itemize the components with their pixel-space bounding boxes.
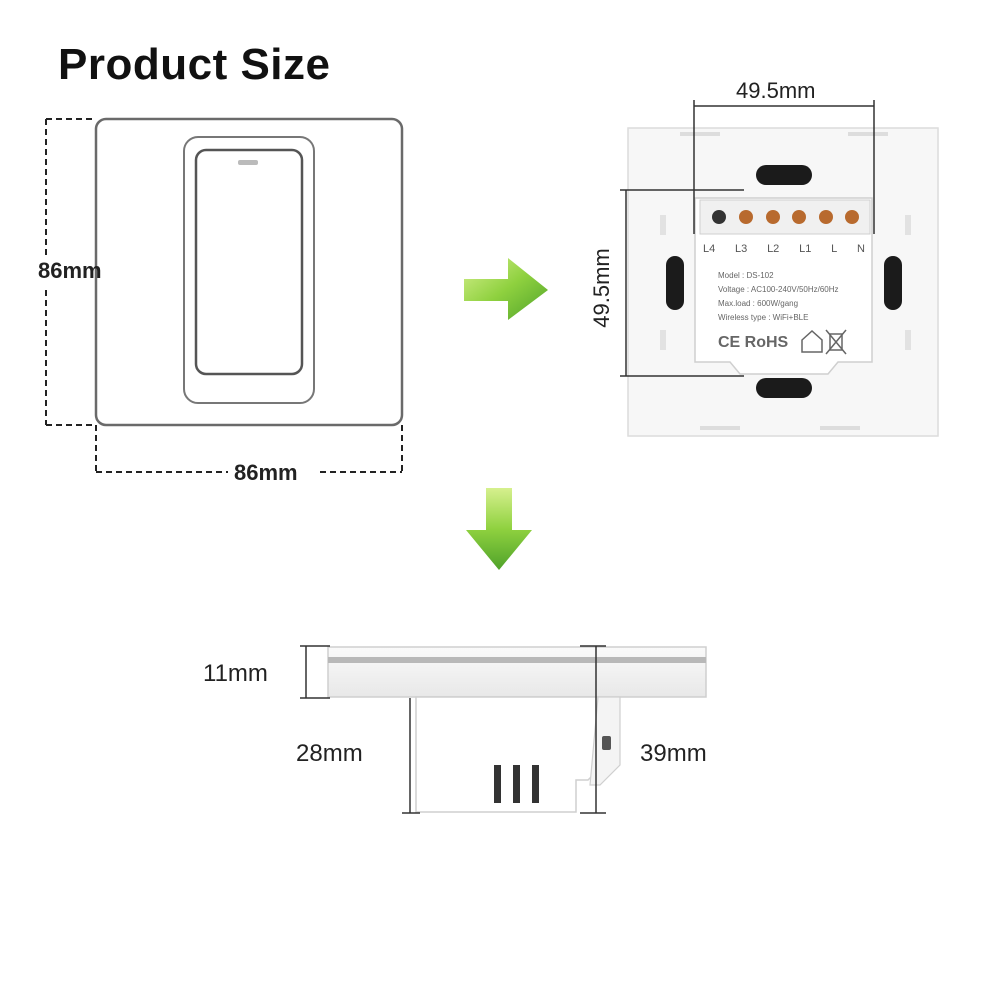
voltage-line: Voltage : AC100-240V/50Hz/60Hz bbox=[718, 285, 839, 294]
total-depth-label: 39mm bbox=[640, 740, 707, 767]
relay-module bbox=[694, 197, 873, 375]
front-width-label: 86mm bbox=[234, 460, 298, 485]
terminal-label: N bbox=[857, 243, 865, 255]
mount-slot-top bbox=[756, 165, 812, 185]
terminal-label: L4 bbox=[703, 243, 716, 255]
side-box bbox=[415, 696, 599, 813]
plate-depth-label: 11mm bbox=[203, 660, 268, 687]
plate-seam bbox=[328, 657, 706, 663]
weee-bin-icon bbox=[825, 329, 847, 355]
box-depth-label: 28mm bbox=[296, 740, 363, 767]
terminal-label: L3 bbox=[735, 243, 748, 255]
side-screw bbox=[602, 736, 611, 750]
back-view bbox=[620, 100, 939, 437]
arrow-down-icon bbox=[466, 488, 532, 570]
recycle-home-icon bbox=[801, 329, 823, 353]
module-spec-text: Model : DS-102 Voltage : AC100-240V/50Hz… bbox=[718, 269, 839, 325]
model-line: Model : DS-102 bbox=[718, 271, 774, 280]
front-view bbox=[45, 117, 404, 473]
terminal-labels: L4 L3 L2 L1 L N bbox=[703, 243, 865, 255]
mount-slot-right bbox=[884, 256, 902, 310]
side-plate bbox=[327, 646, 707, 698]
terminal-screws bbox=[712, 210, 859, 224]
terminal-label: L2 bbox=[767, 243, 780, 255]
back-height-label: 49.5mm bbox=[589, 248, 614, 328]
terminal-label: L1 bbox=[799, 243, 812, 255]
back-width-label: 49.5mm bbox=[736, 78, 816, 103]
arrow-right-icon bbox=[464, 258, 548, 320]
wireless-line: Wireless type : WiFi+BLE bbox=[718, 313, 809, 322]
side-view bbox=[300, 645, 707, 814]
mount-slot-bottom bbox=[756, 378, 812, 398]
terminal-label: L bbox=[831, 243, 838, 255]
mount-slot-left bbox=[666, 256, 684, 310]
rocker-button bbox=[194, 148, 304, 376]
cert-marks: CE RoHS bbox=[718, 334, 789, 351]
indicator-led bbox=[238, 160, 258, 165]
maxload-line: Max.load : 600W/gang bbox=[718, 299, 799, 308]
front-height-label: 86mm bbox=[38, 258, 102, 283]
page-title: Product Size bbox=[58, 40, 331, 89]
